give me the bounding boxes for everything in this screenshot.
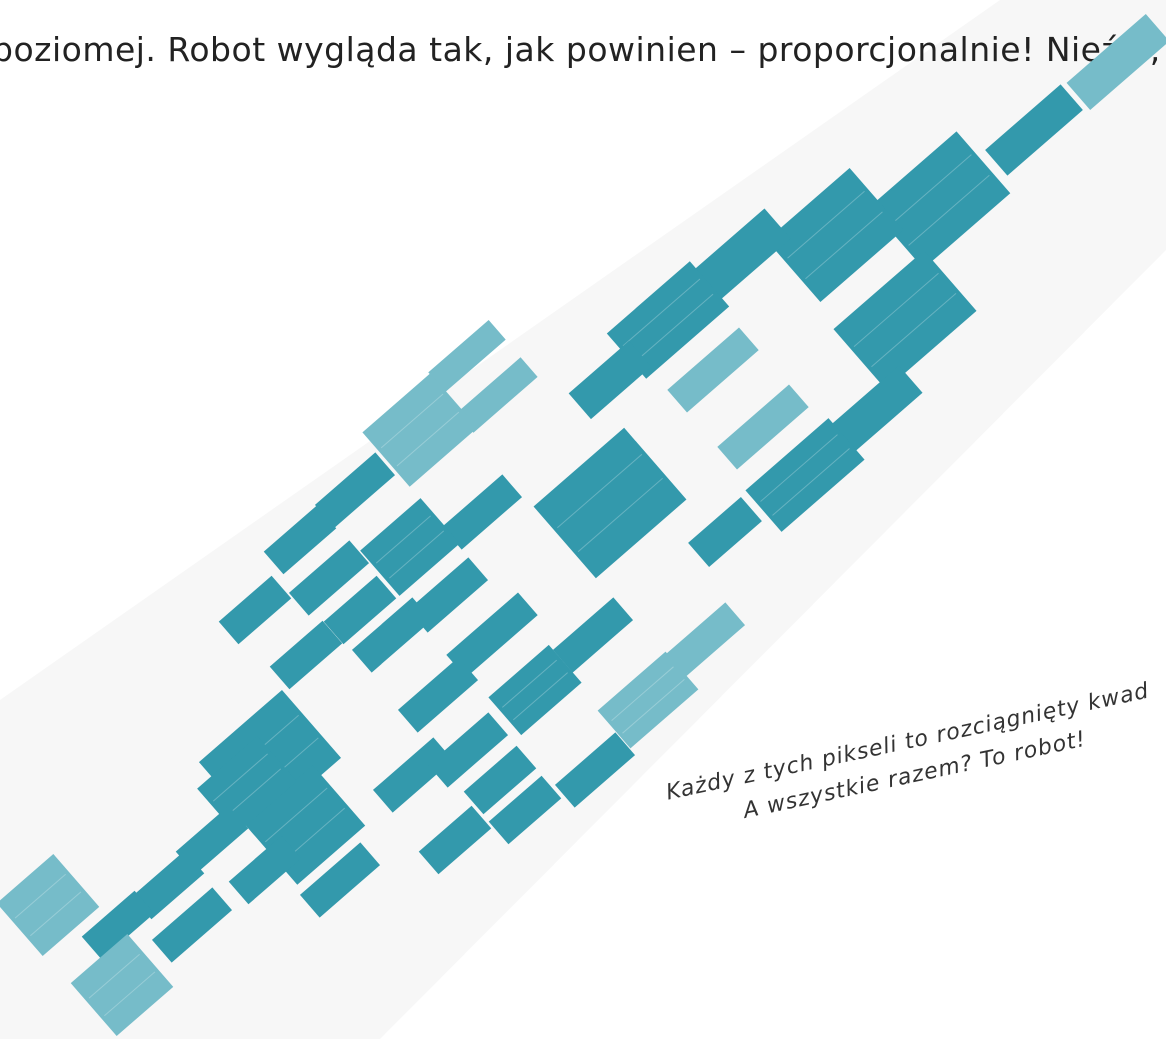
- robot-pixel: [314, 452, 396, 528]
- robot-pixel: [418, 805, 492, 875]
- robot-pixel: [685, 208, 791, 308]
- robot-pixel: [488, 775, 562, 845]
- pixel-stripe: [104, 971, 156, 1017]
- pixel-stripe: [760, 434, 838, 502]
- pixel-stripe: [557, 453, 643, 529]
- robot-pixel: [869, 131, 1011, 269]
- robot-pixel: [175, 805, 249, 875]
- robot-pixel: [407, 557, 489, 633]
- robot-pixel: [323, 575, 397, 645]
- pixel-stripe: [396, 411, 460, 467]
- robot-pixel: [218, 575, 292, 645]
- pixel-stripe: [30, 891, 82, 937]
- pixel-stripe: [853, 272, 939, 348]
- robot-pixel: [766, 167, 904, 303]
- pixel-stripe: [512, 672, 568, 721]
- robot-pixel: [428, 319, 506, 393]
- pixel-stripe: [264, 787, 328, 843]
- pixel-stripe: [622, 278, 701, 347]
- robot-pixel: [427, 712, 509, 788]
- robot-pixel: [0, 853, 100, 957]
- robot-pixel: [131, 850, 205, 920]
- pixel-stripe: [502, 659, 558, 708]
- pixel-stripe: [577, 477, 663, 553]
- robot-pixel: [263, 505, 337, 575]
- robot-pixel: [552, 597, 634, 673]
- pixel-stripe: [611, 666, 674, 721]
- robot-pixel: [533, 427, 687, 579]
- robot-pixel: [985, 84, 1083, 176]
- robot-pixel: [269, 620, 343, 690]
- robot-pixel: [664, 602, 746, 678]
- pixel-stripe: [88, 953, 140, 999]
- pixel-stripe: [389, 530, 445, 579]
- robot-pixel: [597, 651, 699, 749]
- robot-pixel: [372, 737, 454, 813]
- robot-pixel: [568, 340, 652, 420]
- pixel-stripe: [14, 873, 66, 919]
- pixel-stripe: [772, 448, 850, 516]
- pixel-stripe: [890, 154, 972, 226]
- robot-pixel: [463, 745, 537, 815]
- robot-pixel: [299, 842, 381, 918]
- robot-pixel: [833, 250, 977, 390]
- pixel-stripe: [871, 292, 957, 368]
- pixel-stripe: [375, 515, 431, 564]
- robot-pixel: [151, 887, 233, 963]
- robot-pixel: [667, 327, 759, 413]
- robot-pixel: [446, 592, 538, 678]
- pixel-stripe: [212, 753, 268, 802]
- robot-pixel: [688, 496, 762, 568]
- robot-pixel: [288, 540, 370, 616]
- robot-pixel: [197, 736, 297, 834]
- robot-pixel: [397, 657, 479, 733]
- robot-pixel: [360, 498, 460, 596]
- robot-pixel: [81, 890, 155, 960]
- robot-pixel: [717, 384, 809, 470]
- pixel-stripe: [805, 211, 883, 280]
- pixel-stripe: [787, 190, 865, 259]
- robot-pixel: [1066, 13, 1166, 111]
- robot-pixel: [823, 365, 923, 459]
- pixel-stripe: [908, 174, 990, 246]
- robot-pixel: [456, 357, 538, 433]
- intro-text: poziomej. Robot wygląda tak, jak powinie…: [0, 30, 1166, 69]
- robot-pixel: [441, 474, 523, 550]
- robot-pixel: [228, 835, 302, 905]
- robot-pixel: [488, 644, 582, 736]
- robot-pixel: [362, 373, 478, 487]
- pixel-stripe: [226, 768, 282, 817]
- pixel-stripe: [380, 393, 444, 449]
- pixel-stripe: [622, 679, 685, 734]
- robot-pixel: [554, 732, 636, 808]
- pixel-stripe: [635, 293, 714, 362]
- robot-pixel: [606, 261, 730, 379]
- robot-pixel: [351, 597, 433, 673]
- robot-pixel: [745, 418, 865, 532]
- robot-pixel: [70, 933, 174, 1037]
